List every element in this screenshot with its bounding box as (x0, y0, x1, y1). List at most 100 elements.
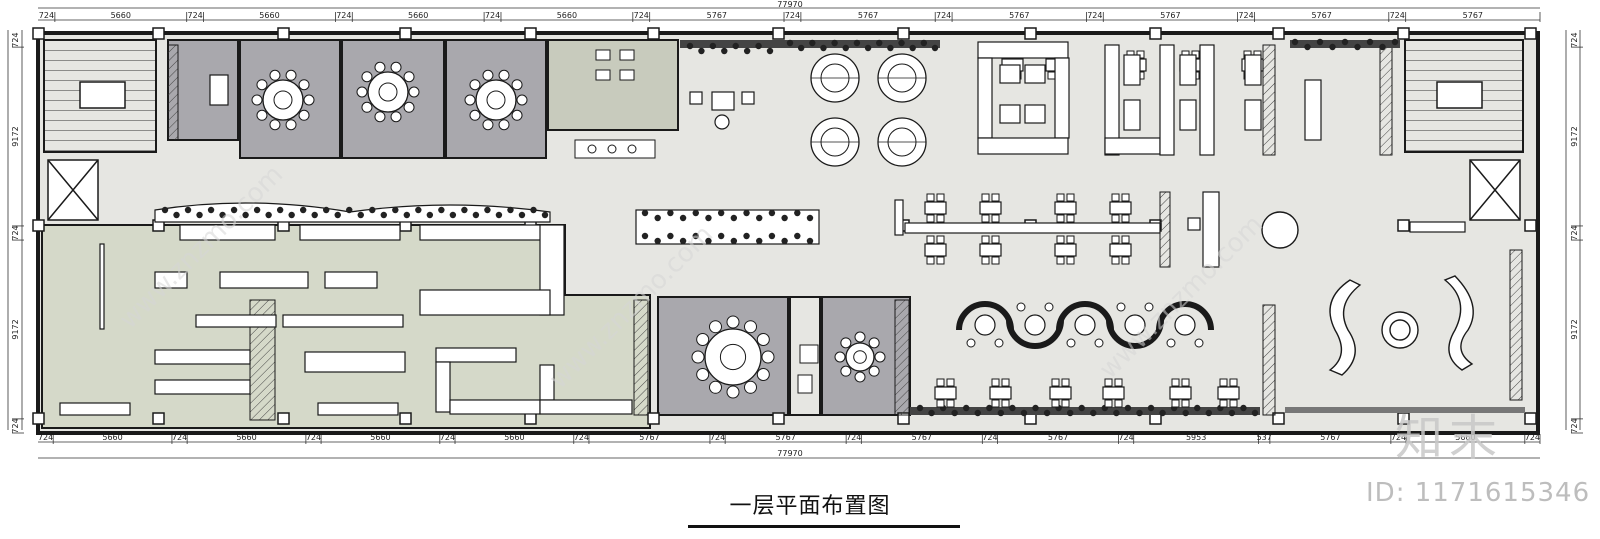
total-width-top: 77970 (777, 0, 802, 9)
dimension-label: 724 (1570, 225, 1579, 240)
dimension-label: 5767 (1320, 433, 1340, 442)
dimension-label: 724 (1570, 418, 1579, 433)
round-table (464, 69, 528, 131)
dimension-label: 724 (634, 11, 649, 20)
kitchen-equipment (59, 224, 633, 416)
column (32, 412, 45, 425)
plant (507, 206, 514, 214)
dimension-label: 537 (1257, 433, 1272, 442)
plant (1316, 38, 1324, 46)
dimension-label: 5767 (1160, 11, 1180, 20)
dimension-label: 724 (440, 433, 455, 442)
dimension-label: 5953 (1186, 433, 1206, 442)
column (1524, 219, 1537, 232)
column (1024, 27, 1037, 40)
plant (756, 214, 763, 222)
plant (438, 206, 445, 214)
dimension-label: 5767 (775, 433, 795, 442)
plant (380, 211, 387, 219)
column (524, 27, 537, 40)
plant (1329, 43, 1336, 51)
stair-right (1404, 39, 1524, 153)
plant (1194, 404, 1201, 412)
plant (997, 409, 1005, 417)
column (647, 27, 660, 40)
plant (974, 409, 981, 417)
watermark-id: ID: 1171615346 (1366, 478, 1591, 508)
column (152, 412, 165, 425)
column (897, 27, 910, 40)
plant (484, 206, 491, 214)
plant (717, 232, 725, 240)
dimension-label: 5660 (1455, 433, 1475, 442)
dimension-label: 5767 (1311, 11, 1331, 20)
round-booth (810, 53, 860, 103)
plant (242, 211, 249, 219)
curved-sofa (1056, 301, 1114, 348)
column (1149, 27, 1162, 40)
round-table (834, 331, 886, 383)
plant (692, 209, 699, 217)
curved-sofas (956, 301, 1214, 349)
plant (831, 39, 838, 47)
plant (853, 39, 861, 47)
plant (768, 209, 776, 217)
column (152, 27, 165, 40)
plant (794, 209, 801, 217)
plant (898, 39, 905, 47)
plant (403, 211, 411, 219)
total-width-bottom: 77970 (777, 449, 802, 458)
round-booths (810, 53, 927, 167)
square-table (1109, 235, 1132, 265)
plant (920, 39, 928, 47)
dimension-label: 724 (710, 433, 725, 442)
column (1397, 27, 1410, 40)
curved-sofa (1156, 301, 1214, 348)
round-booth (877, 53, 927, 103)
column (1397, 219, 1410, 232)
plant (449, 211, 457, 219)
dimension-label: 724 (485, 11, 500, 20)
dimension-label: 724 (936, 11, 951, 20)
plant (1147, 404, 1155, 412)
dimension-label: 724 (574, 433, 589, 442)
plant (472, 211, 480, 219)
curved-sofa (1006, 302, 1064, 349)
plant (334, 211, 341, 219)
plant (1240, 404, 1247, 412)
plant (415, 206, 422, 214)
dimension-label: 724 (1391, 433, 1406, 442)
column (772, 27, 785, 40)
plant (692, 232, 699, 240)
plant (705, 237, 712, 245)
plant (641, 232, 649, 240)
plant (541, 211, 549, 219)
column (772, 412, 785, 425)
plant (755, 42, 762, 50)
plant (709, 42, 717, 50)
plant (1113, 409, 1120, 417)
bistro-tables (209, 74, 755, 130)
dimension-label: 724 (39, 11, 54, 20)
dimension-label: 5660 (370, 433, 390, 442)
plant (184, 206, 192, 214)
left-dimension-line (7, 30, 23, 430)
lounge-furniture (894, 41, 1466, 268)
dimension-label: 724 (785, 11, 800, 20)
plant (1032, 404, 1039, 412)
dimension-label: 5660 (504, 433, 524, 442)
plan-title: 一层平面布置图 (729, 494, 891, 519)
plant (426, 211, 434, 219)
plant (219, 211, 226, 219)
plant (1341, 38, 1349, 46)
plant (1159, 409, 1166, 417)
plant (842, 44, 849, 52)
title-underline (688, 525, 960, 528)
round-booth (877, 117, 927, 167)
watermark-logo: 知末 (1395, 410, 1504, 466)
square-table (1109, 193, 1132, 223)
plant (876, 39, 883, 47)
plant (686, 42, 694, 50)
